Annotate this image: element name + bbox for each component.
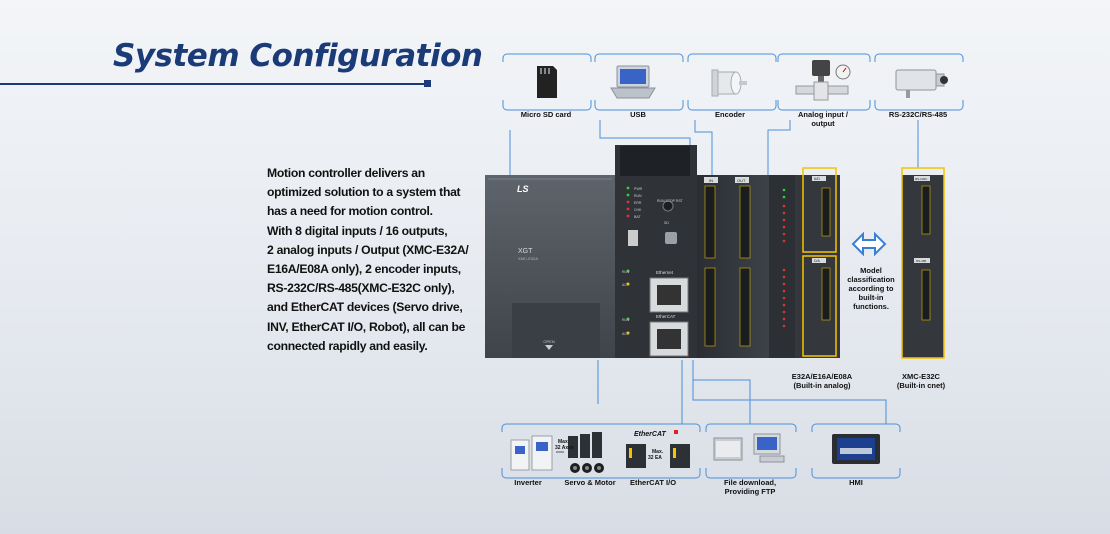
device-label-ftp-line: Providing FTP — [724, 487, 776, 496]
hmi-icon — [832, 434, 880, 464]
ethercat-note: 32 EA — [648, 455, 662, 461]
description-line: E16A/E08A only), 2 encoder inputs, — [267, 262, 461, 277]
model-note-line: classification — [847, 275, 895, 284]
link-led-label: RLN — [622, 318, 629, 322]
device-label-ftp-line: File download, — [723, 478, 777, 487]
plc-comm-module — [615, 145, 697, 358]
cnet-tab-485: RS-485 — [916, 259, 927, 263]
device-label-inverter: Inverter — [514, 478, 542, 487]
status-led-label: PWR — [634, 187, 643, 191]
ethercat-port-label: EtherCAT — [656, 314, 676, 319]
run-stop-label: RUN STOP RST — [657, 199, 684, 203]
servo-note: Max. — [558, 439, 570, 445]
device-label-micro-sd: Micro SD card — [520, 110, 572, 119]
sd-label: SD — [664, 221, 669, 225]
servo-motor-icon — [556, 432, 604, 473]
device-label-hmi: HMI — [849, 478, 863, 487]
title-underline-end — [424, 80, 431, 87]
double-arrow-icon — [851, 231, 887, 257]
plc-cpu-unit — [485, 175, 615, 358]
model-note-line: functions. — [853, 302, 889, 311]
device-label-ethercat-io: EtherCAT I/O — [629, 478, 677, 487]
ethernet-port-label: Ethernet — [656, 270, 674, 275]
device-label-usb: USB — [630, 110, 646, 119]
title-underline — [0, 83, 426, 85]
analog-tab-da: D/A — [814, 259, 821, 263]
description-line: has a need for motion control. — [267, 204, 433, 219]
micro-sd-card-icon — [537, 66, 557, 98]
inverter-icon — [510, 435, 553, 471]
device-label-analog: Analog input / output — [798, 110, 848, 128]
description-line: 2 analog inputs / Output (XMC-E32A/ — [267, 242, 469, 257]
camera-icon — [895, 69, 948, 98]
model-note-line: according to — [848, 284, 894, 293]
bottom-device-frames — [501, 423, 901, 479]
cnet-module — [901, 167, 945, 359]
ethercat-io-icon — [626, 430, 690, 468]
description-text: Motion controller delivers an optimized … — [267, 164, 482, 356]
ethercat-brand: EtherCAT — [634, 431, 666, 438]
digital-io-module — [697, 175, 769, 358]
module-label-line: (Built-in cnet) — [896, 381, 946, 390]
module-label-e32c: XMC-E32C (Built-in cnet) — [897, 372, 945, 390]
description-line: Motion controller delivers an — [267, 166, 425, 180]
status-led-label: CHK — [634, 208, 642, 212]
laptop-icon — [610, 65, 656, 99]
module-label-e32a: E32A/E16A/E08A (Built-in analog) — [792, 372, 852, 390]
pc-printer-icon — [713, 433, 785, 463]
device-label-analog-line: output — [811, 119, 835, 128]
device-label-analog-line: Analog input / — [798, 110, 848, 119]
status-led-label: RUN — [634, 194, 642, 198]
model-note-line: Model — [860, 266, 882, 275]
analog-tab-ad: A/D — [814, 177, 820, 181]
encoder-icon — [711, 69, 747, 97]
top-device-frames — [502, 53, 964, 111]
act-led-label: ACT — [622, 283, 630, 287]
module-label-line: XMC-E32C — [902, 372, 940, 381]
module-label-line: E32A/E16A/E08A — [791, 372, 853, 381]
io-tab-out: OUT — [737, 178, 746, 183]
device-label-rs232: RS-232C/RS-485 — [888, 110, 948, 119]
ethercat-note: Max. — [652, 449, 664, 455]
device-label-servo: Servo & Motor — [564, 478, 616, 487]
connector-lines — [509, 120, 919, 424]
description-line: and EtherCAT devices (Servo drive, — [267, 300, 463, 315]
status-led-label: ERR — [634, 201, 642, 205]
device-label-ftp: File download, Providing FTP — [724, 478, 776, 496]
description-line: connected rapidly and easily. — [267, 338, 428, 353]
model-note-line: built-in — [858, 293, 884, 302]
description-line: INV, EtherCAT I/O, Robot), all can be — [267, 319, 466, 334]
status-led-label: BAT — [634, 215, 641, 219]
plc-open-label: OPEN — [543, 339, 554, 344]
plc-submodel: XMC-E32A — [518, 256, 538, 261]
description-line: RS-232C/RS-485(XMC-E32C only), — [267, 281, 455, 296]
device-label-encoder: Encoder — [714, 110, 746, 119]
model-classification-note: Model classification according to built-… — [847, 266, 895, 311]
io-tab-in: IN — [709, 178, 713, 183]
servo-note: 32 Axes — [555, 445, 574, 451]
description-line: With 8 digital inputs / 16 outputs, — [267, 223, 448, 238]
link-led-label: RLN — [622, 270, 629, 274]
analog-module — [795, 167, 840, 358]
plc-brand: LS — [517, 184, 529, 194]
module-label-line: (Built-in analog) — [793, 381, 851, 390]
page-title: System Configuration — [113, 38, 483, 74]
encoder-led-module — [769, 175, 795, 358]
plc-model: XGT — [518, 248, 533, 255]
description-line: optimized solution to a system that — [267, 185, 461, 200]
analog-valve-icon — [795, 60, 851, 101]
act-led-label: ACT — [622, 332, 630, 336]
cnet-tab-232: RS-232C — [915, 177, 928, 181]
